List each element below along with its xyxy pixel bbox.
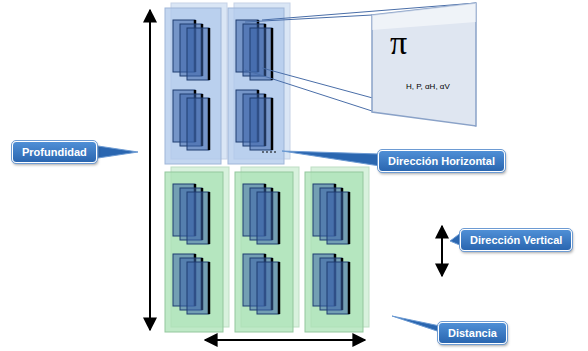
- plane-edge: [208, 28, 211, 80]
- plane-edge: [278, 262, 281, 314]
- callout-box: Dirección Horizontal: [378, 150, 505, 172]
- panel-shape: [368, 2, 478, 127]
- image-plane-panel: π H, P, αH, αV: [368, 2, 478, 127]
- image-plane: [257, 262, 279, 314]
- image-plane: [257, 192, 279, 244]
- plane-edge: [271, 98, 274, 150]
- image-plane: [327, 192, 349, 244]
- image-plane: [187, 262, 209, 314]
- callout-box: Dirección Vertical: [460, 229, 572, 251]
- callout-text: Dirección Vertical: [470, 234, 562, 246]
- image-plane: [327, 262, 349, 314]
- projection-symbol: π: [390, 24, 407, 62]
- plane-edge: [348, 262, 351, 314]
- column: [305, 167, 369, 332]
- plane-edge: [271, 28, 274, 80]
- image-plane: [250, 98, 272, 150]
- column: [235, 167, 299, 332]
- callout-text: Profundidad: [22, 146, 87, 158]
- callout-text: Distancia: [448, 327, 497, 339]
- column: [165, 3, 227, 164]
- callout-box: Profundidad: [12, 141, 97, 163]
- image-plane: [187, 192, 209, 244]
- callout-box: Distancia: [438, 322, 507, 344]
- plane-edge: [208, 192, 211, 244]
- plane-edge: [208, 98, 211, 150]
- column: [165, 167, 229, 332]
- projection-parameters: H, P, αH, αV: [406, 82, 450, 91]
- column: [228, 3, 290, 164]
- callout-text: Dirección Horizontal: [388, 155, 495, 167]
- plane-edge: [348, 192, 351, 244]
- image-plane: [187, 28, 209, 80]
- image-plane: [187, 98, 209, 150]
- plane-edge: [208, 262, 211, 314]
- plane-edge: [278, 192, 281, 244]
